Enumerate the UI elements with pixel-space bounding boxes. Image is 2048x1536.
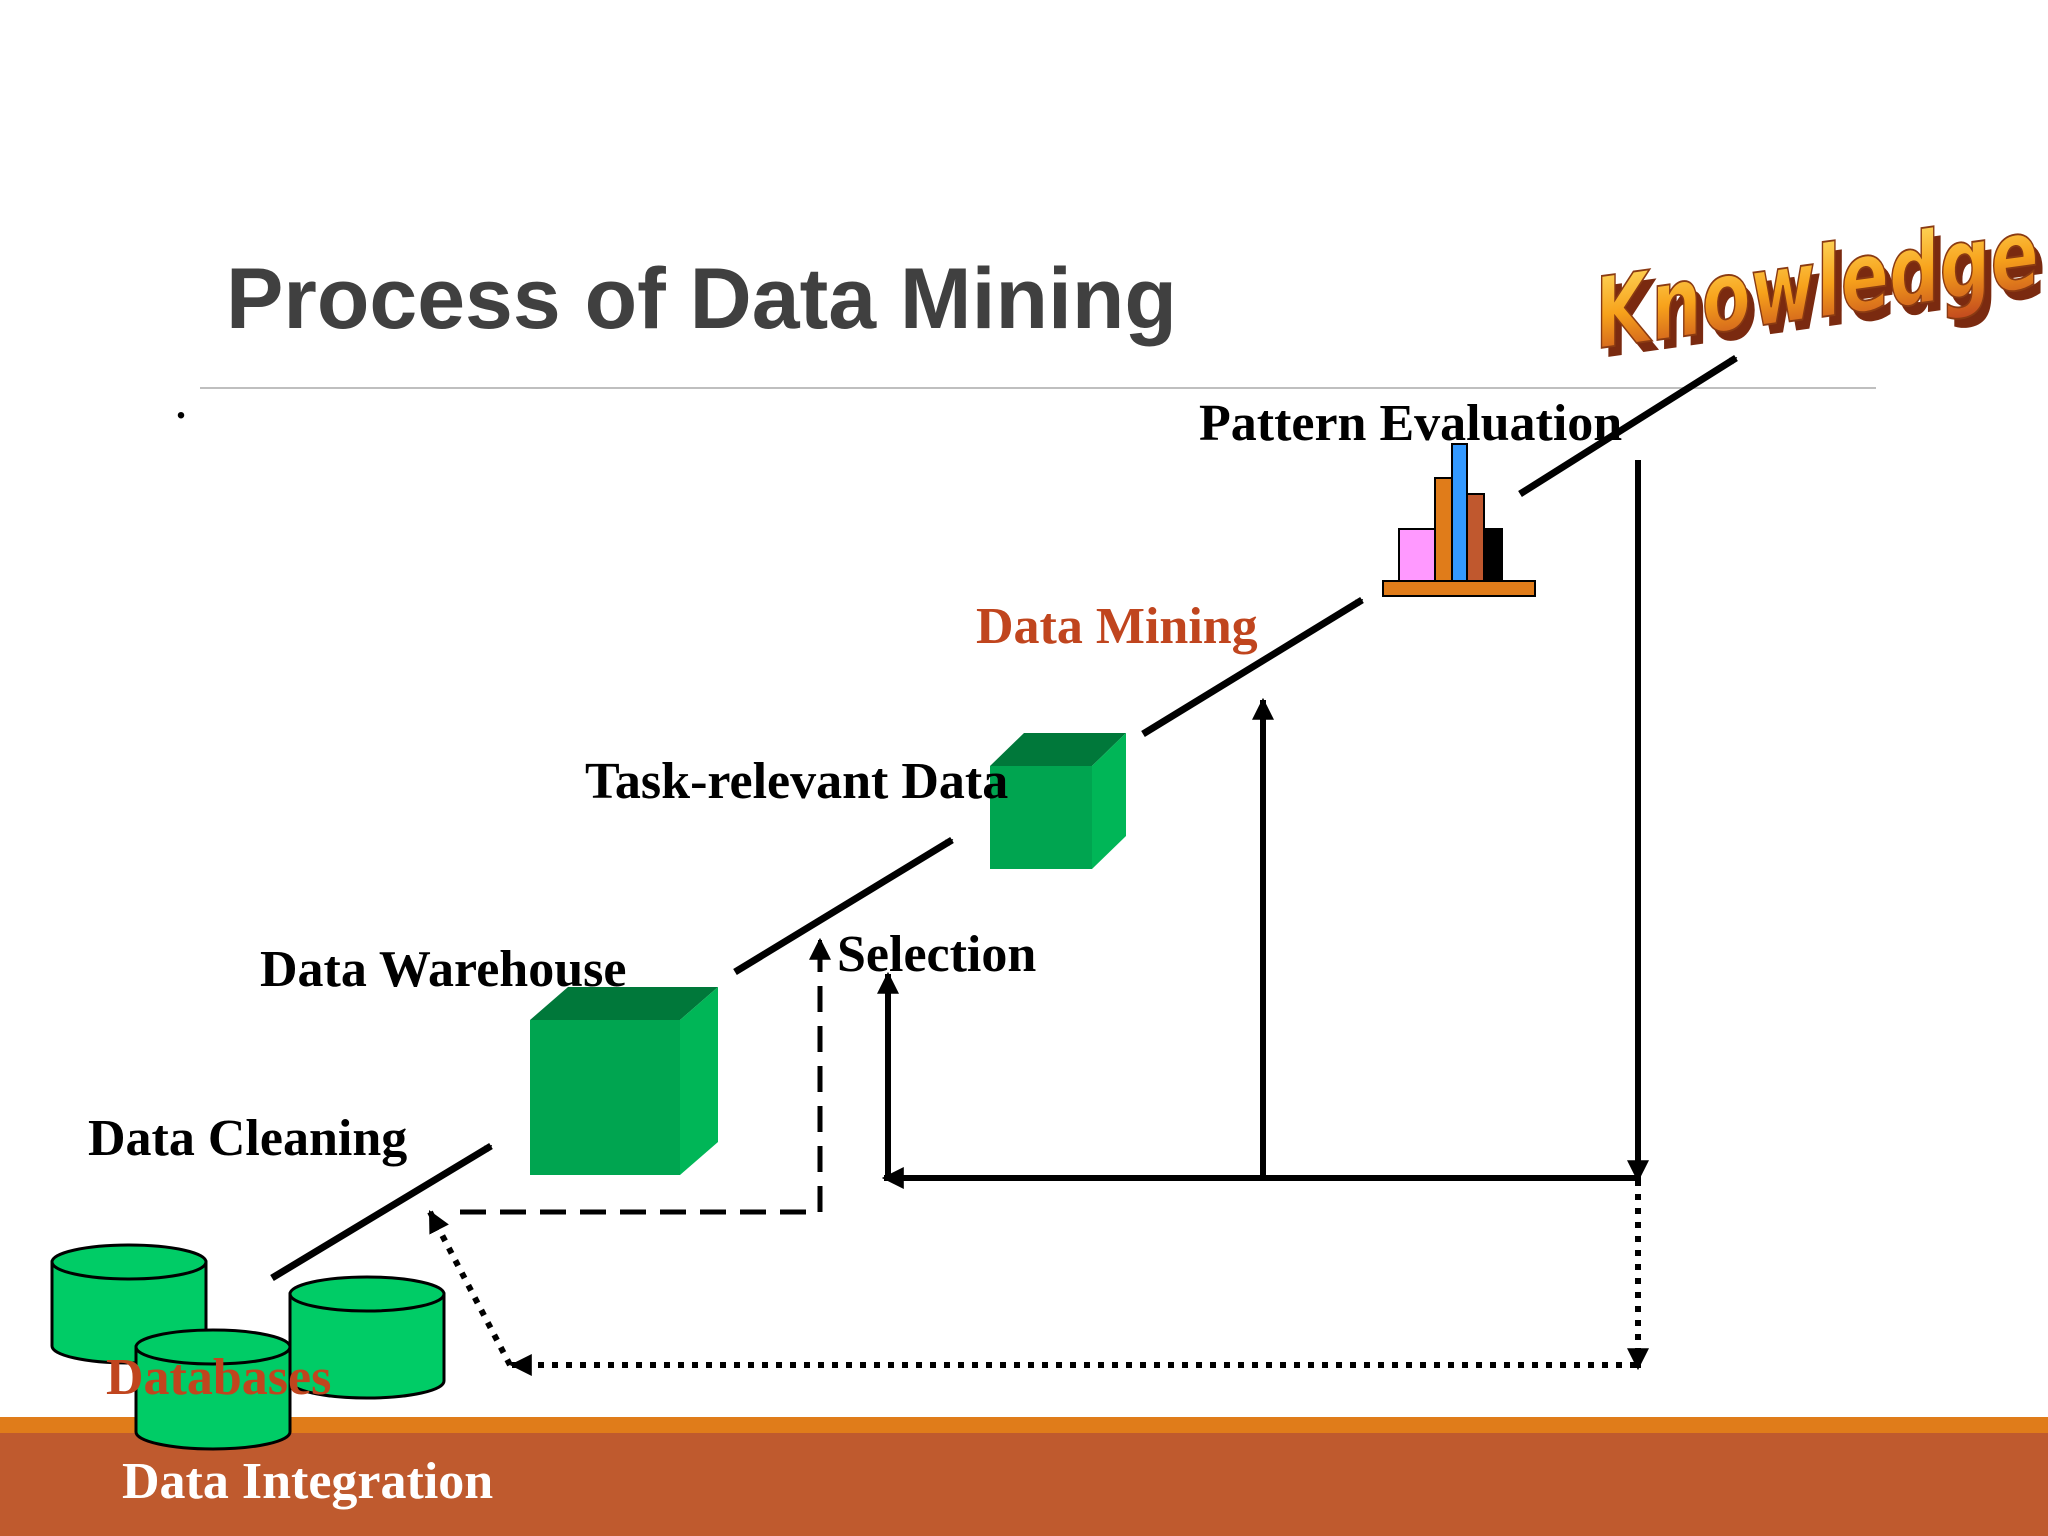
label-selection: Selection	[837, 926, 1036, 983]
warehouse-cube-top	[530, 987, 718, 1020]
label-data-mining: Data Mining	[976, 598, 1258, 655]
bar-pink	[1398, 528, 1436, 582]
task-data-cube-icon	[990, 733, 1126, 869]
slide-title: Process of Data Mining	[226, 251, 1177, 347]
arrow-databases-to-warehouse	[270, 1143, 493, 1281]
label-task-relevant-data: Task-relevant Data	[585, 753, 1008, 810]
footer-stripe	[0, 1417, 2048, 1433]
warehouse-cube-front	[530, 1020, 680, 1175]
dotted-return-to-cleaning	[427, 1210, 513, 1367]
arrow-warehouse-to-task-data	[733, 837, 954, 975]
database-cylinder-icon	[50, 1243, 446, 1451]
footer-bar	[0, 1433, 2048, 1536]
dashed-selection-path	[460, 942, 823, 1215]
database-cylinder-front	[134, 1328, 292, 1451]
bar-black	[1483, 528, 1503, 582]
arrow-task-data-to-patterns	[1141, 597, 1364, 737]
warehouse-cube-side	[680, 987, 718, 1175]
bar-brown	[1466, 493, 1485, 582]
task-cube-side	[1092, 733, 1126, 869]
warehouse-cube-icon	[530, 987, 718, 1175]
slide-bullet: .	[176, 382, 186, 427]
bar-chart-base	[1382, 580, 1536, 597]
label-data-warehouse: Data Warehouse	[260, 941, 626, 998]
label-pattern-evaluation: Pattern Evaluation	[1199, 395, 1622, 452]
bar-blue	[1451, 443, 1468, 582]
arrow-patterns-to-knowledge	[1518, 355, 1738, 497]
task-cube-front	[990, 766, 1092, 869]
bar-orange	[1434, 477, 1453, 582]
label-data-cleaning: Data Cleaning	[88, 1110, 407, 1167]
knowledge-wordart: Knowledge Knowledge	[1587, 197, 2048, 381]
task-cube-top	[990, 733, 1126, 766]
bar-chart-icon	[1382, 443, 1536, 597]
database-cylinder-right	[288, 1275, 446, 1400]
label-data-integration: Data Integration	[122, 1453, 493, 1510]
label-databases: Databases	[106, 1349, 331, 1406]
